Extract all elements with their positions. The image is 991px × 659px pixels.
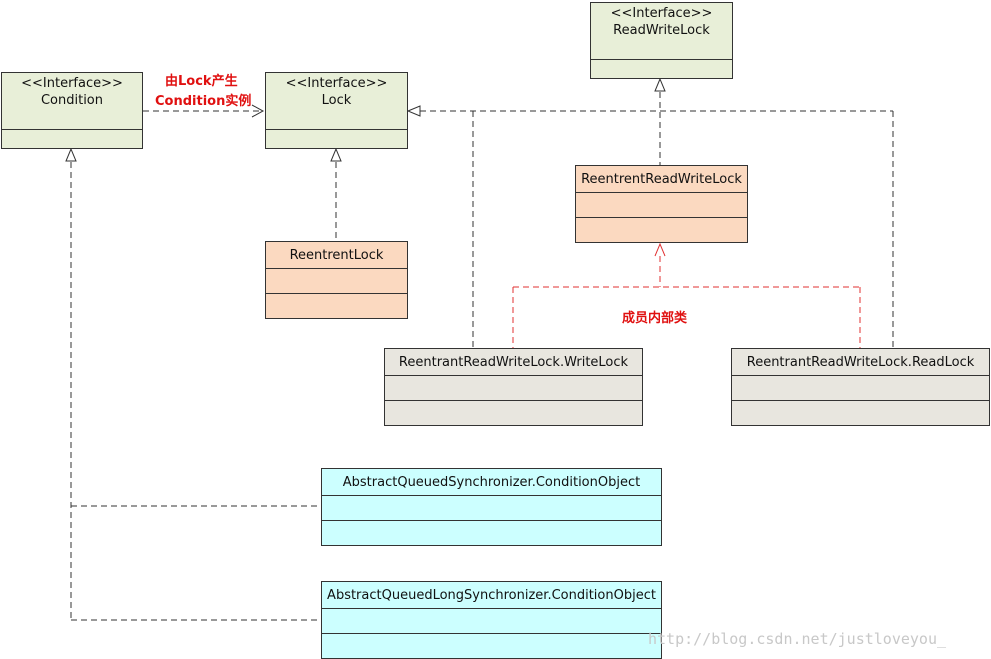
lock-produces-condition-note-line1: 由Lock产生	[165, 74, 238, 89]
aqs-conditionobject-class-box: AbstractQueuedSynchronizer.ConditionObje…	[321, 468, 662, 546]
lock-name: Lock	[321, 93, 352, 108]
lock-stereotype: <<Interface>>	[285, 76, 388, 91]
aqls-conditionobject-class-box: AbstractQueuedLongSynchronizer.Condition…	[321, 581, 662, 659]
aqs-conditionobject-name: AbstractQueuedSynchronizer.ConditionObje…	[322, 469, 661, 496]
reentrantreadwritelock-attributes	[576, 193, 747, 218]
writelock-class-box: ReentrantReadWriteLock.WriteLock	[384, 348, 643, 426]
lock-realization-triangle-right	[406, 105, 421, 117]
aqs-conditionobject-methods	[322, 521, 661, 545]
condition-realization-triangle	[65, 147, 77, 162]
condition-name: Condition	[40, 93, 104, 108]
condition-attributes	[2, 130, 142, 149]
lock-interface-name: <<Interface>> Lock	[266, 73, 407, 130]
readlock-methods	[732, 401, 989, 425]
reentrantlock-name: ReentrentLock	[266, 242, 407, 269]
lock-attributes	[266, 130, 407, 149]
aqls-conditionobject-name: AbstractQueuedLongSynchronizer.Condition…	[322, 582, 661, 609]
readwritelock-realization-triangle	[654, 77, 666, 92]
reentrantreadwritelock-class-box: ReentrentReadWriteLock	[575, 165, 748, 243]
writelock-name: ReentrantReadWriteLock.WriteLock	[385, 349, 642, 376]
inner-class-arrowhead	[654, 242, 666, 257]
aqls-conditionobject-methods	[322, 634, 661, 658]
writelock-methods	[385, 401, 642, 425]
readlock-name: ReentrantReadWriteLock.ReadLock	[732, 349, 989, 376]
readwritelock-attributes	[591, 60, 732, 79]
dependency-arrowhead	[251, 104, 265, 118]
reentrantreadwritelock-methods	[576, 218, 747, 242]
reentrantlock-class-box: ReentrentLock	[265, 241, 408, 319]
lock-realization-triangle-bottom	[330, 147, 342, 162]
readlock-class-box: ReentrantReadWriteLock.ReadLock	[731, 348, 990, 426]
readwritelock-interface-box: <<Interface>> ReadWriteLock	[590, 2, 733, 79]
condition-interface-box: <<Interface>> Condition	[1, 72, 143, 149]
condition-interface-name: <<Interface>> Condition	[2, 73, 142, 130]
lock-interface-box: <<Interface>> Lock	[265, 72, 408, 149]
condition-stereotype: <<Interface>>	[21, 76, 123, 91]
readwritelock-stereotype: <<Interface>>	[610, 6, 713, 21]
watermark-text: http://blog.csdn.net/justloveyou_	[648, 630, 947, 648]
reentrantlock-attributes	[266, 269, 407, 294]
readwritelock-interface-name: <<Interface>> ReadWriteLock	[591, 3, 732, 60]
reentrantreadwritelock-name: ReentrentReadWriteLock	[576, 166, 747, 193]
lock-produces-condition-note-line2: Condition实例	[155, 94, 252, 109]
readlock-attributes	[732, 376, 989, 401]
aqs-conditionobject-attributes	[322, 496, 661, 521]
member-inner-class-note: 成员内部类	[622, 311, 688, 326]
aqls-conditionobject-attributes	[322, 609, 661, 634]
readwritelock-name: ReadWriteLock	[613, 23, 710, 38]
reentrantlock-methods	[266, 294, 407, 318]
writelock-attributes	[385, 376, 642, 401]
